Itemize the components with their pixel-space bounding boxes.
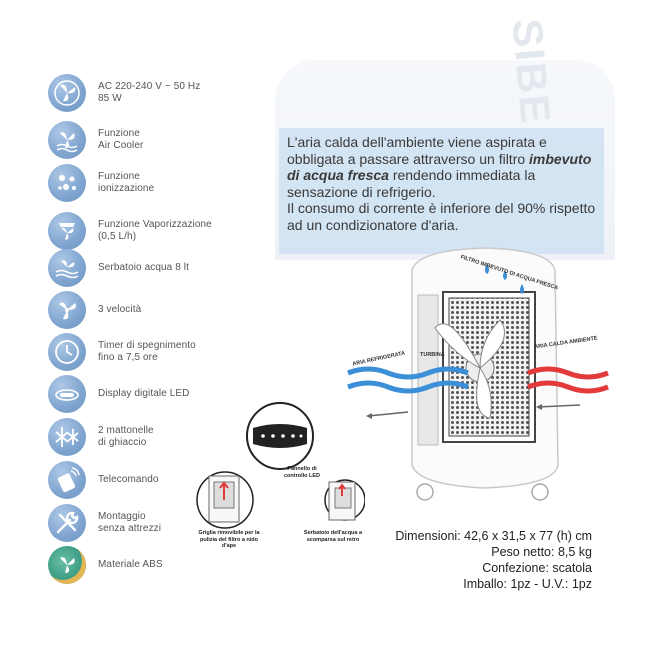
- abs-material-icon: [48, 546, 86, 584]
- timer-clock-icon: [48, 333, 86, 371]
- feature-speed: 3 velocità: [48, 290, 268, 330]
- feature-text: Telecomando: [98, 474, 159, 485]
- led-display-icon: [48, 375, 86, 413]
- ice-pack-icon: [48, 418, 86, 456]
- vaporizer-icon: [48, 212, 86, 250]
- feature-led-display: Display digitale LED: [48, 374, 268, 414]
- accessory-diagram: [196, 402, 365, 529]
- spec-packing: Imballo: 1pz - U.V.: 1pz: [463, 577, 592, 591]
- feature-water-tank: Serbatoio acqua 8 lt: [48, 248, 268, 288]
- feature-text: Funzione ionizzazione: [98, 171, 155, 194]
- water-tank-icon: [48, 249, 86, 287]
- description-text: L'aria calda dell'ambiente viene aspirat…: [287, 134, 596, 233]
- turbine-label: TURBINA: [420, 352, 445, 358]
- feature-text: 3 velocità: [98, 304, 142, 315]
- led-panel-label: Pannello di controllo LED: [283, 466, 321, 479]
- filter-removable-label: Griglia rimovibile per la pulizia del fi…: [198, 530, 260, 549]
- spec-weight: Peso netto: 8,5 kg: [491, 545, 592, 559]
- tank-label: Serbatoio dell'acqua a scomparsa sul ret…: [303, 530, 363, 543]
- feature-tools: Montaggio senza attrezzi: [48, 503, 268, 543]
- spec-packaging: Confezione: scatola: [482, 561, 592, 575]
- product-diagram: [347, 247, 609, 501]
- tools-icon: [48, 504, 86, 542]
- fan-icon: [48, 74, 86, 112]
- brand-watermark: SIBE: [503, 17, 560, 127]
- feature-text: AC 220-240 V ~ 50 Hz 85 W: [98, 81, 201, 104]
- feature-text: Serbatoio acqua 8 lt: [98, 262, 189, 273]
- speed-fan-icon: [48, 291, 86, 329]
- description-box: L'aria calda dell'ambiente viene aspirat…: [279, 128, 604, 254]
- feature-abs: Materiale ABS: [48, 545, 268, 585]
- feature-air-cooler: Funzione Air Cooler: [48, 120, 268, 160]
- specs-block: Dimensioni: 42,6 x 31,5 x 77 (h) cm Peso…: [370, 528, 592, 592]
- remote-control-icon: [48, 461, 86, 499]
- feature-remote: Telecomando: [48, 460, 268, 500]
- spec-dimensions: Dimensioni: 42,6 x 31,5 x 77 (h) cm: [395, 529, 592, 543]
- feature-text: Materiale ABS: [98, 559, 163, 570]
- feature-text: Display digitale LED: [98, 388, 190, 399]
- feature-text: Timer di spegnimento fino a 7,5 ore: [98, 340, 196, 363]
- air-cooler-icon: [48, 121, 86, 159]
- ionizer-icon: [48, 164, 86, 202]
- feature-text: Funzione Vaporizzazione (0,5 L/h): [98, 219, 212, 242]
- feature-text: Montaggio senza attrezzi: [98, 511, 162, 534]
- feature-ice-packs: 2 mattonelle di ghiaccio: [48, 417, 268, 457]
- feature-power: AC 220-240 V ~ 50 Hz 85 W: [48, 73, 268, 113]
- description-highlight: imbevuto di acqua fresca: [287, 150, 592, 184]
- feature-timer: Timer di spegnimento fino a 7,5 ore: [48, 332, 268, 372]
- feature-text: Funzione Air Cooler: [98, 128, 144, 151]
- feature-ionizer: Funzione ionizzazione: [48, 163, 268, 203]
- feature-vaporizer: Funzione Vaporizzazione (0,5 L/h): [48, 211, 268, 251]
- feature-text: 2 mattonelle di ghiaccio: [98, 425, 154, 448]
